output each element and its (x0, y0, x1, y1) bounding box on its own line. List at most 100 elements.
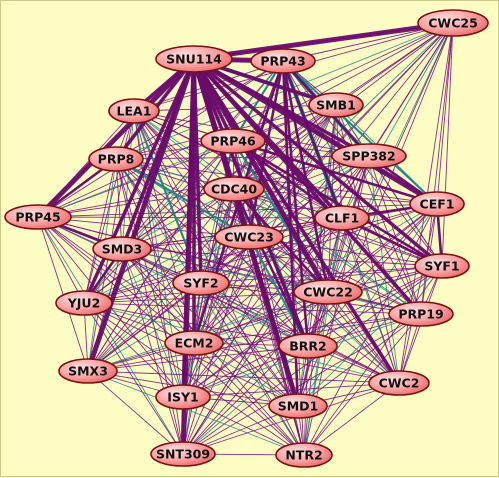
edge-prp46-yju2 (83, 140, 234, 304)
edge-cwc22-ntr2 (303, 291, 329, 456)
edge-prp43-prp19 (282, 60, 422, 315)
edge-syf2-brr2 (200, 282, 309, 347)
node-shape (275, 442, 333, 468)
node-isy1[interactable]: ISY1 (155, 384, 211, 410)
node-label: PRP8 (98, 152, 135, 167)
node-label: CEF1 (420, 197, 455, 212)
node-shape (250, 48, 316, 74)
edge-prp19-ntr2 (303, 313, 422, 456)
node-label: SNT309 (156, 447, 210, 462)
edge-prp46-smx3 (87, 140, 234, 372)
edge-cwc2-ntr2 (303, 382, 400, 456)
node-shape (155, 45, 233, 73)
edge-cef1-cwc2 (398, 203, 438, 384)
node-shape (203, 176, 265, 202)
node-smb1[interactable]: SMB1 (308, 92, 364, 118)
node-shape (214, 224, 284, 250)
node-label: LEA1 (117, 104, 152, 119)
node-cdc40[interactable]: CDC40 (203, 176, 265, 202)
node-prp19[interactable]: PRP19 (388, 301, 454, 327)
node-clf1[interactable]: CLF1 (314, 205, 370, 231)
node-shape (308, 92, 364, 118)
node-prp43[interactable]: PRP43 (250, 48, 316, 74)
node-brr2[interactable]: BRR2 (278, 333, 338, 359)
node-cwc23[interactable]: CWC23 (214, 224, 284, 250)
edge-smd3-cwc2 (121, 248, 400, 384)
node-cef1[interactable]: CEF1 (409, 191, 465, 217)
node-shape (278, 333, 338, 359)
edge-cef1-snt309 (182, 203, 438, 455)
teal-edge-prp8-cwc23 (115, 158, 250, 238)
edge-syf1-ecm2 (193, 265, 443, 344)
strong-edge-snu114-brr2 (192, 58, 310, 347)
node-snu114[interactable]: SNU114 (155, 45, 233, 73)
node-label: SPP382 (342, 149, 395, 164)
node-ecm2[interactable]: ECM2 (164, 330, 224, 356)
edge-cef1-cwc22 (327, 203, 438, 293)
node-snt309[interactable]: SNT309 (150, 441, 216, 467)
node-shape (88, 146, 144, 172)
edge-lea1-smb1 (133, 104, 337, 112)
node-smd3[interactable]: SMD3 (92, 236, 152, 262)
edge-cwc25-syf1 (441, 22, 454, 267)
node-lea1[interactable]: LEA1 (108, 98, 160, 124)
strong-edge-prp46-clf1 (232, 139, 343, 220)
node-label: CWC25 (428, 16, 478, 31)
node-label: CWC2 (379, 376, 420, 391)
strong-edge-snu114-smx3 (85, 58, 197, 372)
edge-prp8-yju2 (83, 158, 117, 304)
edge-cef1-yju2 (83, 203, 438, 304)
edge-smb1-yju2 (83, 104, 337, 304)
edge-syf2-smx3 (87, 282, 202, 372)
edge-cwc25-cef1 (436, 22, 454, 205)
node-yju2[interactable]: YJU2 (55, 290, 113, 316)
edge-prp8-isy1 (115, 158, 184, 398)
node-shape (108, 98, 160, 124)
node-label: PRP43 (260, 54, 305, 69)
node-smx3[interactable]: SMX3 (58, 358, 118, 384)
node-label: NTR2 (285, 448, 322, 463)
node-prp8[interactable]: PRP8 (88, 146, 144, 172)
node-shape (58, 358, 118, 384)
edge-smd3-syf1 (121, 248, 443, 267)
edge-prp19-smd1 (297, 313, 422, 407)
edge-yju2-brr2 (83, 302, 309, 347)
node-shape (314, 205, 370, 231)
node-label: CLF1 (325, 211, 359, 226)
edge-lea1-cdc40 (133, 110, 235, 190)
node-smd1[interactable]: SMD1 (268, 393, 328, 419)
node-cwc22[interactable]: CWC22 (293, 279, 363, 305)
node-cwc2[interactable]: CWC2 (368, 370, 430, 396)
node-label: CWC22 (303, 285, 353, 300)
node-prp45[interactable]: PRP45 (4, 204, 72, 230)
strong-edge-snu114-cdc40 (191, 58, 237, 190)
edge-prp45-yju2 (37, 216, 85, 304)
teal-edge-prp43-prp46 (232, 60, 284, 142)
strong-edge-prp43-clf1 (281, 60, 344, 219)
edge-cdc40-yju2 (83, 188, 235, 304)
node-syf2[interactable]: SYF2 (172, 270, 230, 296)
node-spp382[interactable]: SPP382 (331, 143, 407, 169)
node-shape (155, 384, 211, 410)
node-ntr2[interactable]: NTR2 (275, 442, 333, 468)
strong-edge-snu114-syf1 (192, 57, 444, 268)
node-label: SYF1 (424, 259, 459, 274)
edge-cwc23-isy1 (182, 236, 250, 398)
node-cwc25[interactable]: CWC25 (417, 9, 489, 37)
node-shape (417, 9, 489, 37)
node-shape (150, 441, 216, 467)
edge-cwc22-snt309 (182, 291, 329, 455)
node-syf1[interactable]: SYF1 (414, 253, 470, 279)
node-label: SMX3 (68, 364, 108, 379)
edge-prp45-smx3 (37, 216, 89, 372)
strong-edge-prp43-cwc22 (281, 60, 330, 293)
edge-prp45-snt309 (37, 216, 184, 455)
node-prp46[interactable]: PRP46 (200, 128, 266, 154)
strong-edge-snu114-syf2 (192, 58, 203, 284)
node-label: SYF2 (183, 276, 218, 291)
node-shape (92, 236, 152, 262)
edge-cdc40-smx3 (87, 188, 235, 372)
strong-edge-snu114-prp45 (36, 57, 196, 219)
edge-cwc22-cwc2 (327, 291, 400, 384)
